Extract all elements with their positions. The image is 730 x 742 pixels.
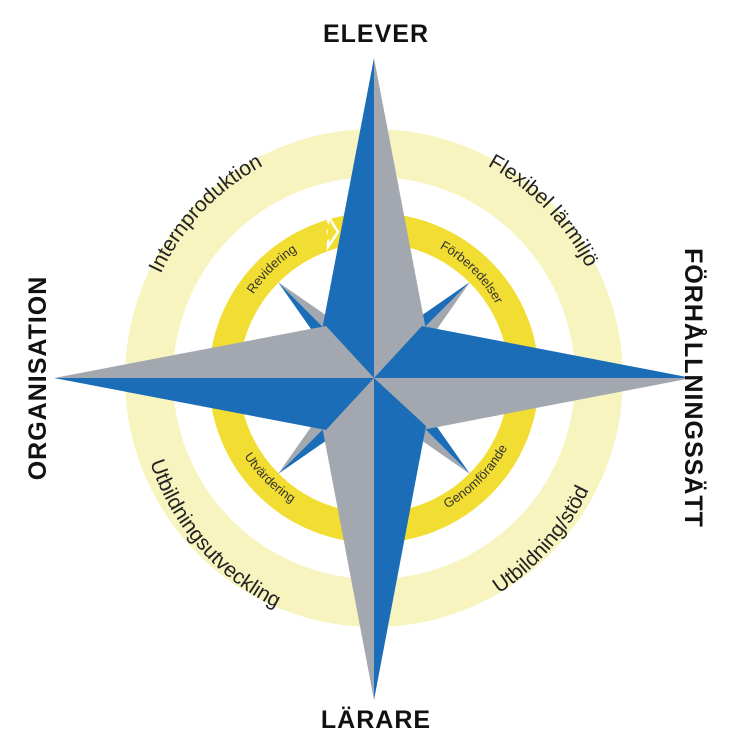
cardinal-left-label: ORGANISATION bbox=[24, 276, 52, 481]
major-point-north-right bbox=[374, 58, 426, 378]
major-point-west-bottom bbox=[54, 378, 374, 430]
cardinal-right-label: FÖRHÅLLNINGSSÄTT bbox=[679, 248, 708, 528]
major-point-west-top bbox=[54, 326, 374, 378]
cardinal-bottom-label: LÄRARE bbox=[321, 706, 431, 734]
compass-star bbox=[54, 58, 692, 700]
major-point-south-left bbox=[322, 378, 374, 700]
major-point-south-right bbox=[374, 378, 426, 700]
major-point-east-top bbox=[374, 326, 692, 378]
cardinal-top-label: ELEVER bbox=[323, 20, 429, 48]
